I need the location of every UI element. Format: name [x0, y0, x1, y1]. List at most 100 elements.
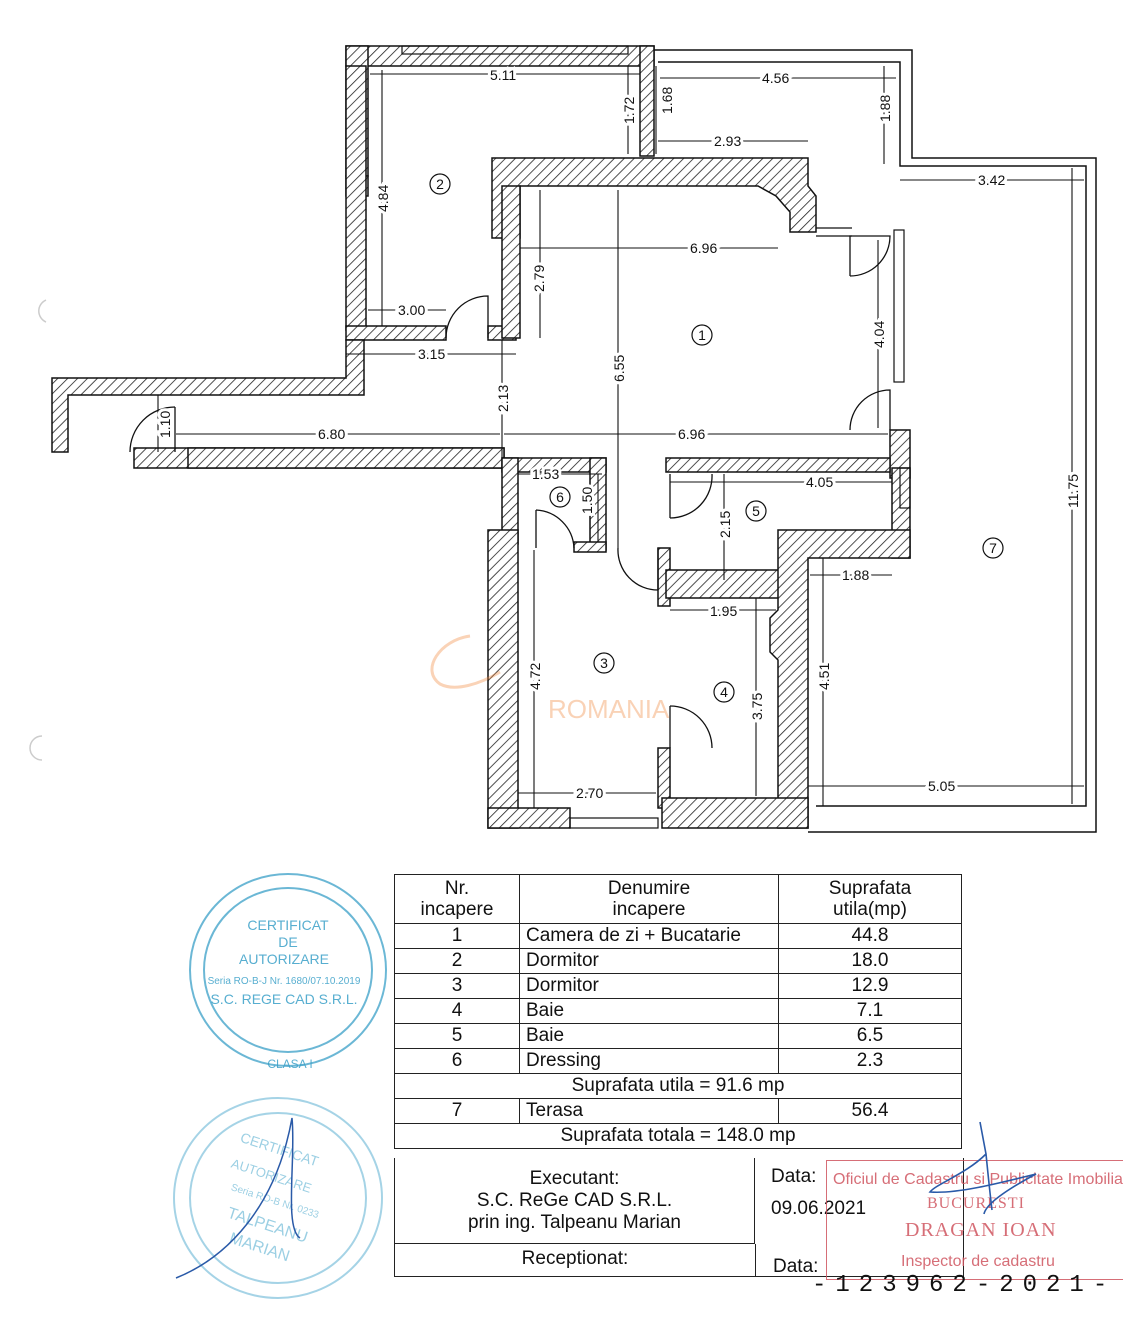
authorization-stamp-2: CERTIFICAT AUTORIZARE Seria RO-B Nr. 023… [173, 1097, 383, 1299]
received-label: Receptionat: [395, 1244, 756, 1276]
dim-1-68: 1.68 [659, 87, 675, 114]
room-number-1: 1 [698, 327, 706, 343]
row-area: 2.3 [778, 1048, 962, 1074]
usable-area-total: Suprafata utila = 91.6 mp [394, 1073, 962, 1099]
row-nr: 5 [394, 1023, 520, 1049]
row-area: 6.5 [778, 1023, 962, 1049]
ocpi-inspector-name: DRAGAN IOAN [905, 1219, 1057, 1241]
row-name: Dormitor [519, 948, 779, 974]
authorization-stamp-1: CERTIFICAT DE AUTORIZARE Seria RO-B-J Nr… [189, 873, 387, 1071]
row-name: Terasa [519, 1098, 779, 1124]
date-label: Data: [771, 1166, 817, 1187]
ocpi-city: BUCURESTI [927, 1195, 1025, 1212]
dim-3-00: 3.00 [398, 302, 425, 318]
executant-company: S.C. ReGe CAD S.R.L. [476, 1190, 673, 1211]
row-nr: 4 [394, 998, 520, 1024]
row-area: 44.8 [778, 923, 962, 949]
dim-3-75: 3.75 [749, 693, 765, 720]
table-header: Nr. incapere Denumire incapere Suprafata… [394, 874, 962, 924]
table-row: Suprafata utila = 91.6 mp [394, 1073, 962, 1099]
dim-5-11: 5.11 [490, 67, 516, 83]
dim-6-96-top: 6.96 [690, 240, 717, 256]
room-number-5: 5 [752, 503, 760, 519]
header-nr: Nr. incapere [394, 874, 520, 924]
dim-4-56: 4.56 [762, 70, 789, 86]
header-suprafata: Suprafata utila(mp) [778, 874, 962, 924]
dim-1-95: 1.95 [710, 603, 737, 619]
room-number-3: 3 [600, 655, 608, 671]
terrace-outline [654, 49, 1097, 833]
row-nr: 6 [394, 1048, 520, 1074]
row-nr: 2 [394, 948, 520, 974]
row-name: Dormitor [519, 973, 779, 999]
dim-1-50: 1.50 [579, 487, 595, 514]
registration-number: -123962-2021- [812, 1272, 1117, 1299]
row-area: 7.1 [778, 998, 962, 1024]
watermark: ROMANIA [430, 634, 670, 724]
windows [401, 45, 911, 829]
row-nr: 1 [394, 923, 520, 949]
dim-11-75: 11.75 [1065, 474, 1081, 508]
dim-6-96-mid: 6.96 [678, 426, 705, 442]
signature-2 [928, 1121, 1037, 1215]
dim-3-42: 3.42 [978, 172, 1005, 188]
floor-plan: 5.11 4.56 1.72 1.68 1.88 2.93 3.42 4.84 … [29, 45, 1097, 833]
dim-4-51: 4.51 [816, 663, 832, 690]
rooms-table: Nr. incapere Denumire incapere Suprafata… [394, 874, 962, 1149]
dim-2-13: 2.13 [495, 385, 511, 412]
room-number-6: 6 [556, 489, 564, 505]
stamp1-clasa: CLASA I [267, 1057, 312, 1071]
ocpi-inspector-role: Inspector de cadastru [901, 1253, 1055, 1270]
date-label-2: Data: [773, 1256, 819, 1277]
dimension-lines [157, 66, 1084, 808]
dim-4-05: 4.05 [806, 474, 833, 490]
room-number-7: 7 [989, 540, 997, 556]
stamp1-title: CERTIFICAT [247, 917, 329, 933]
doors [129, 235, 891, 749]
walls [51, 45, 911, 829]
row-name: Dressing [519, 1048, 779, 1074]
punch-holes [29, 299, 47, 761]
stamp1-de: DE [278, 934, 297, 950]
row-area: 18.0 [778, 948, 962, 974]
row-area: 12.9 [778, 973, 962, 999]
row-name: Baie [519, 998, 779, 1024]
dim-1-53: 1.53 [532, 466, 559, 482]
stamp1-serie: Seria RO-B-J Nr. 1680/07.10.2019 [208, 976, 361, 987]
dim-2-93: 2.93 [714, 133, 741, 149]
dim-3-15: 3.15 [418, 346, 445, 362]
row-nr: 3 [394, 973, 520, 999]
signature-1 [175, 1117, 301, 1279]
dim-4-04: 4.04 [871, 321, 887, 348]
room-number-4: 4 [720, 684, 728, 700]
dim-1-88-top: 1.88 [877, 95, 893, 122]
stamp1-autorizare: AUTORIZARE [239, 951, 329, 967]
dim-1-10: 1.10 [157, 411, 173, 438]
dim-6-55: 6.55 [611, 355, 627, 382]
room-numbers: 2 1 3 4 5 6 7 [436, 176, 997, 700]
dim-4-84: 4.84 [375, 185, 391, 212]
ocpi-stamp: Oficiul de Cadastru si Publicitate Imobi… [826, 1160, 1123, 1280]
watermark-text: ROMANIA [548, 694, 670, 724]
dim-4-72: 4.72 [527, 663, 543, 690]
dim-1-72: 1.72 [621, 97, 637, 124]
dim-6-80: 6.80 [318, 426, 345, 442]
executant-info: Executant: S.C. ReGe CAD S.R.L. prin ing… [395, 1158, 755, 1244]
room-markers [429, 173, 1004, 703]
row-nr: 7 [394, 1098, 520, 1124]
dimension-labels: 5.11 4.56 1.72 1.68 1.88 2.93 3.42 4.84 … [154, 64, 1084, 804]
dim-5-05: 5.05 [928, 778, 955, 794]
header-denumire: Denumire incapere [519, 874, 779, 924]
executant-person: prin ing. Talpeanu Marian [467, 1212, 681, 1233]
date-value: 09.06.2021 [771, 1198, 867, 1219]
stamp1-company: S.C. REGE CAD S.R.L. [210, 991, 357, 1007]
executant-label: Executant: [529, 1168, 620, 1189]
total-area: Suprafata totala = 148.0 mp [394, 1123, 962, 1149]
